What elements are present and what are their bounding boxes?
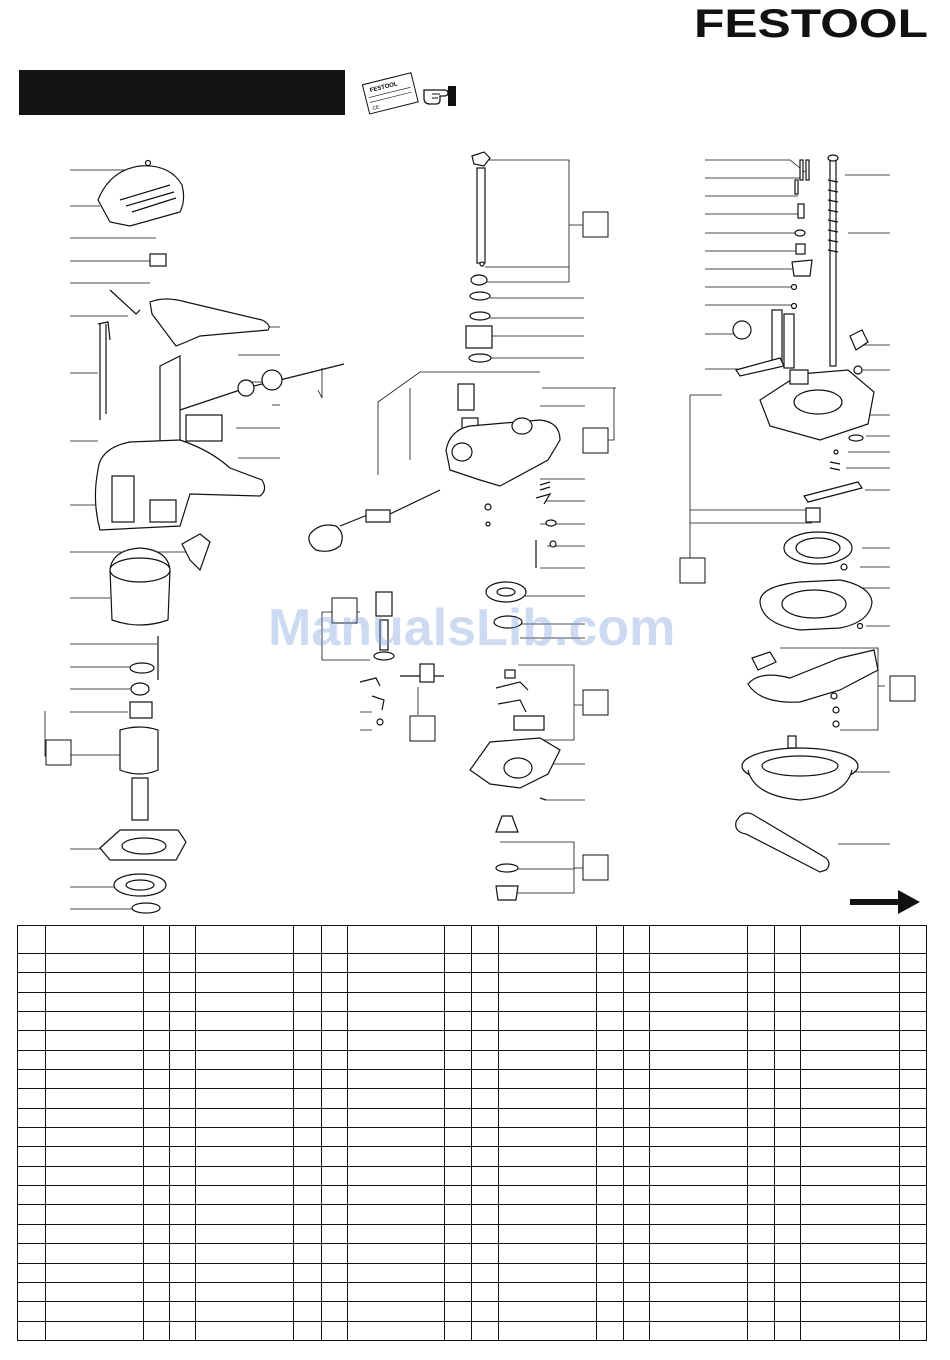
table-row [16,991,928,1013]
table-row [16,972,928,993]
table-row [16,1301,928,1322]
table-header-row [16,925,928,954]
table-row [16,952,928,974]
table-row [16,1107,928,1129]
type-plate-illustration: FESTOOL CE [361,68,472,118]
table-row [16,1262,928,1283]
table-row [16,1243,928,1264]
exploded-parts-diagram [0,130,950,920]
table-row [16,1165,928,1187]
table-row [16,1281,928,1303]
table-row [16,1320,928,1341]
watermark: ManualsLib.com [268,599,676,657]
festool-logo: FESTOOL [694,2,930,46]
table-row [16,1146,928,1167]
table-row [16,1011,928,1032]
parts-list-table [16,925,928,1341]
table-row [16,1030,928,1051]
table-row [16,1049,928,1071]
next-page-arrow-icon [848,888,922,916]
svg-text:CE: CE [372,104,381,112]
table-row [16,1204,928,1225]
table-row [16,1069,928,1090]
svg-text:FESTOOL: FESTOOL [694,4,928,42]
pointing-hand-icon [423,86,456,106]
table-row [16,1185,928,1206]
table-row [16,1223,928,1245]
table-row [16,1127,928,1148]
table-row [16,1088,928,1109]
title-bar [19,70,345,115]
